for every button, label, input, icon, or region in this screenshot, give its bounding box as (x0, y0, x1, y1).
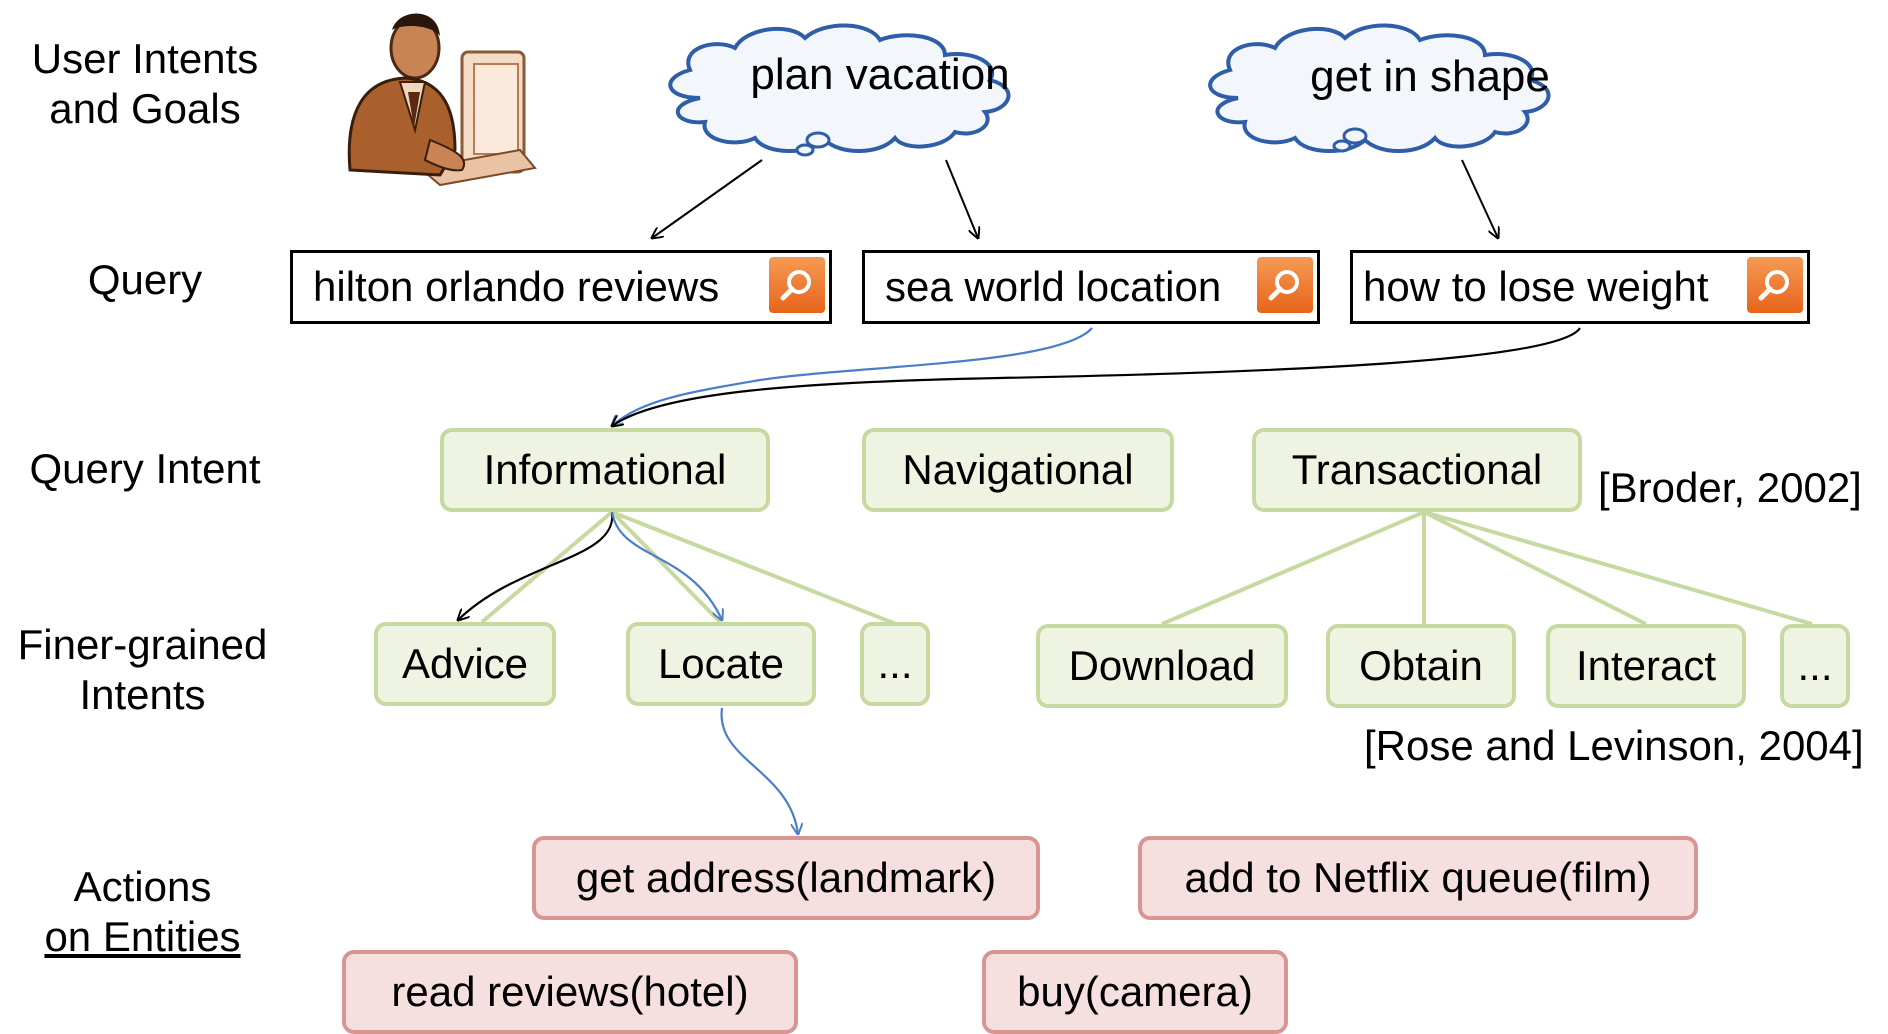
intent-navigational: Navigational (862, 428, 1174, 512)
finer-intent-interact: Interact (1546, 624, 1746, 708)
action-buy-camera: buy(camera) (982, 950, 1288, 1034)
magnifier-icon[interactable] (769, 257, 825, 313)
cloud-get-in-shape (1208, 23, 1551, 153)
action-read-reviews: read reviews(hotel) (342, 950, 798, 1034)
arrow-informational-to-advice (458, 511, 614, 620)
magnifier-icon[interactable] (1747, 257, 1803, 313)
finer-intent-download: Download (1036, 624, 1288, 708)
row-label-goals: User Intents and Goals (10, 34, 280, 135)
cloud-plan-vacation (668, 23, 1011, 157)
arrow-vacation-to-hilton (652, 159, 763, 238)
intent-informational: Informational (440, 428, 770, 512)
row-label-actions: Actions on Entities (10, 862, 275, 963)
intent-transactional: Transactional (1252, 428, 1582, 512)
row-label-finer: Finer-grained Intents (0, 620, 285, 721)
query-text: how to lose weight (1363, 263, 1709, 310)
arrow-seaworld-to-informational (612, 327, 1093, 426)
row-label-goals-line1: User Intents (31, 35, 259, 82)
row-label-goals-line2: and Goals (49, 85, 241, 133)
finer-intent-more-informational: ... (860, 622, 930, 706)
arrow-informational-to-locate (610, 511, 722, 620)
citation-rose-levinson: [Rose and Levinson, 2004] (1364, 722, 1864, 769)
query-text: hilton orlando reviews (313, 263, 720, 310)
goal-get-in-shape: get in shape (1310, 52, 1550, 101)
row-label-actions-line1: Actions (73, 863, 212, 910)
finer-intent-more-transactional: ... (1780, 624, 1850, 708)
row-label-query: Query (87, 256, 203, 303)
arrow-vacation-to-seaworld (945, 159, 978, 238)
query-box-seaworld[interactable]: sea world location (862, 250, 1320, 324)
row-label-actions-line2: on Entities (44, 913, 241, 961)
row-label-finer-line2: Intents (79, 671, 206, 719)
goal-plan-vacation: plan vacation (750, 50, 1010, 99)
action-add-netflix: add to Netflix queue(film) (1138, 836, 1698, 920)
arrow-loseweight-to-informational (612, 327, 1581, 426)
finer-intent-advice: Advice (374, 622, 556, 706)
citation-broder: [Broder, 2002] (1598, 464, 1862, 511)
magnifier-icon[interactable] (1257, 257, 1313, 313)
finer-intent-locate: Locate (626, 622, 816, 706)
query-box-hilton[interactable]: hilton orlando reviews (290, 250, 832, 324)
query-text: sea world location (885, 263, 1222, 310)
row-label-query-intent: Query Intent (29, 445, 261, 492)
finer-intent-obtain: Obtain (1326, 624, 1516, 708)
arrow-shape-to-loseweight (1461, 159, 1498, 238)
arrow-locate-to-getaddress (720, 707, 798, 834)
action-get-address: get address(landmark) (532, 836, 1040, 920)
query-box-loseweight[interactable]: how to lose weight (1350, 250, 1810, 324)
row-label-finer-line1: Finer-grained (17, 621, 268, 668)
